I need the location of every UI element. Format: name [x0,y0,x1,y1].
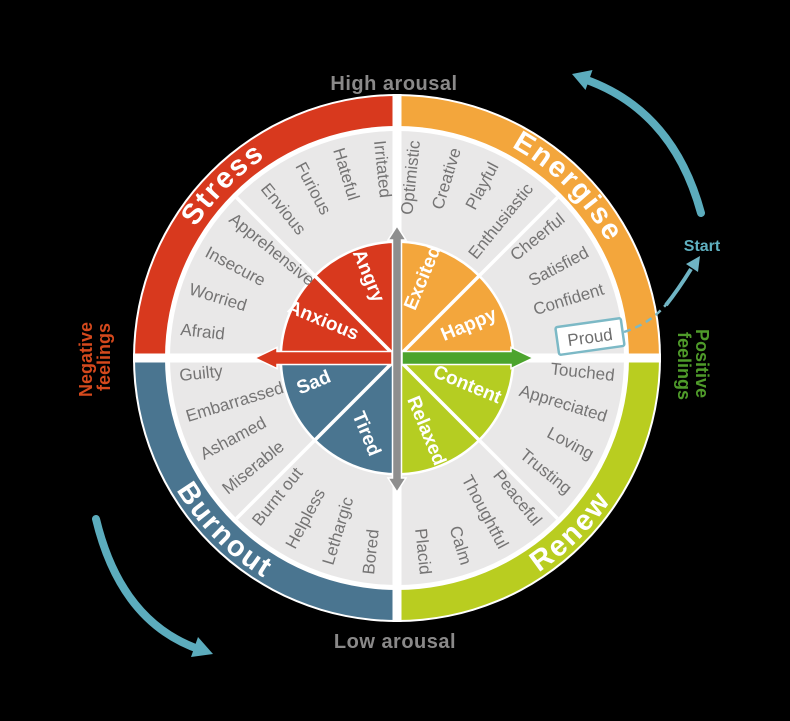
positive-feelings-line2: feelings [674,332,694,400]
stress-band [135,96,397,358]
start-arrowhead-icon [686,256,700,272]
low-arousal-label: Low arousal [334,631,456,653]
happy-wedge [397,276,512,358]
divider-sw [235,356,399,520]
negative-feelings-line1: Negative [76,322,96,397]
positive-feelings-label: Positive feelings [674,329,712,403]
flow-arrow-top-right [580,75,705,217]
proud-box-border [554,317,626,356]
divider-se [395,356,559,520]
arousal-axis-bar [386,224,408,494]
high-arousal-label: High arousal [330,73,457,95]
positive-feelings-line1: Positive [692,329,712,398]
flow-arrowhead-top-icon [572,70,593,90]
negative-feelings-line2: feelings [94,323,114,391]
divider-ne [395,196,559,360]
burnout-band [135,358,397,620]
negative-feelings-label: Negative feelings [76,317,114,397]
excited-wedge [397,243,479,358]
divider-nw [235,196,399,360]
anxious-wedge [282,276,397,358]
word-placid: Placid [411,527,435,575]
proud-highlight-box: Proud [554,317,626,356]
word-guilty: Guilty [178,361,224,384]
flow-arrowhead-bottom-icon [191,637,213,657]
start-arrow-shaft [664,267,693,307]
content-wedge [397,358,512,440]
sad-wedge [282,358,397,440]
tired-wedge [315,358,397,473]
word-afraid: Afraid [180,320,226,344]
flow-arrow-bottom-left [92,515,205,654]
start-label: Start [684,238,721,255]
word-bored: Bored [359,528,383,575]
angry-wedge [315,243,397,358]
relaxed-wedge [397,358,479,473]
renew-band [397,358,659,620]
energise-band [397,96,659,358]
